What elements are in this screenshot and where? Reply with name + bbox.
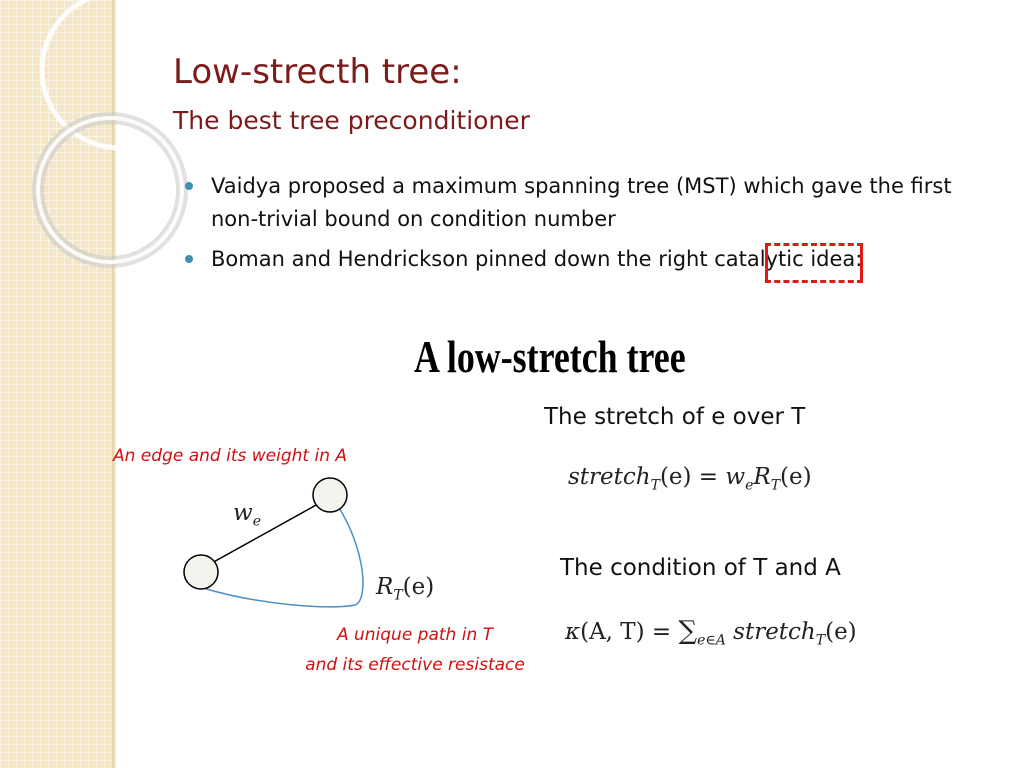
formula-part: stretch — [725, 619, 816, 645]
highlight-bracket — [765, 243, 863, 283]
resistance-sub: T — [393, 587, 403, 604]
bullet-text: Boman and Hendrickson pinned down the ri… — [211, 247, 863, 271]
resistance-label: RT(e) — [376, 574, 434, 604]
formula-part: (A, T) = — [580, 619, 679, 645]
bullet-item: Boman and Hendrickson pinned down the ri… — [183, 243, 983, 276]
formula-sub: T — [650, 477, 660, 494]
section-heading: A low-stretch tree — [414, 331, 686, 382]
formula-part: (e) — [825, 619, 857, 645]
tree-path — [202, 494, 364, 608]
formula-sub: T — [815, 632, 826, 649]
formula-sub: e∈A — [697, 632, 726, 649]
graph-node — [183, 554, 219, 590]
sidebar-edge — [112, 0, 116, 768]
formula-sub: T — [770, 477, 781, 494]
resistance-symbol: R — [376, 574, 394, 600]
weight-symbol: w — [233, 500, 253, 526]
formula-part: R — [753, 464, 771, 490]
condition-label: The condition of T and A — [560, 555, 841, 581]
graph-diagram — [183, 477, 364, 608]
slide-subtitle: The best tree preconditioner — [173, 106, 530, 135]
weight-sub: e — [252, 513, 261, 530]
bullet-dot-icon — [185, 182, 193, 190]
path-annotation: A unique path in T and its effective res… — [290, 620, 540, 680]
resistance-end: (e) — [402, 574, 435, 600]
path-note-line: and its effective resistace — [305, 655, 525, 675]
decorative-circles — [32, 0, 201, 268]
formula-part: stretch — [568, 464, 651, 490]
stretch-formula: stretchT(e) = weRT(e) — [568, 464, 812, 494]
edge-annotation: An edge and its weight in A — [113, 446, 347, 466]
formula-part: κ — [565, 619, 581, 645]
stretch-label: The stretch of e over T — [544, 404, 806, 430]
condition-formula: κ(A, T) = ∑e∈A stretchT(e) — [565, 616, 857, 649]
formula-part: (e) — [780, 464, 812, 490]
bullet-dot-icon — [185, 255, 193, 263]
sum-symbol: ∑ — [678, 616, 698, 646]
formula-sub: e — [745, 477, 754, 494]
formula-part: w — [725, 464, 746, 490]
bullet-text: Vaidya proposed a maximum spanning tree … — [211, 174, 952, 231]
sidebar-pattern — [0, 0, 112, 768]
path-note-line: A unique path in T — [336, 625, 494, 645]
bullet-item: Vaidya proposed a maximum spanning tree … — [183, 170, 983, 236]
bullet-list: Vaidya proposed a maximum spanning tree … — [183, 170, 983, 283]
graph-edge — [209, 503, 319, 565]
graph-node — [312, 477, 348, 513]
slide-title: Low-strecth tree: — [173, 52, 462, 92]
weight-label: we — [233, 500, 261, 530]
formula-part: (e) = — [659, 464, 726, 490]
